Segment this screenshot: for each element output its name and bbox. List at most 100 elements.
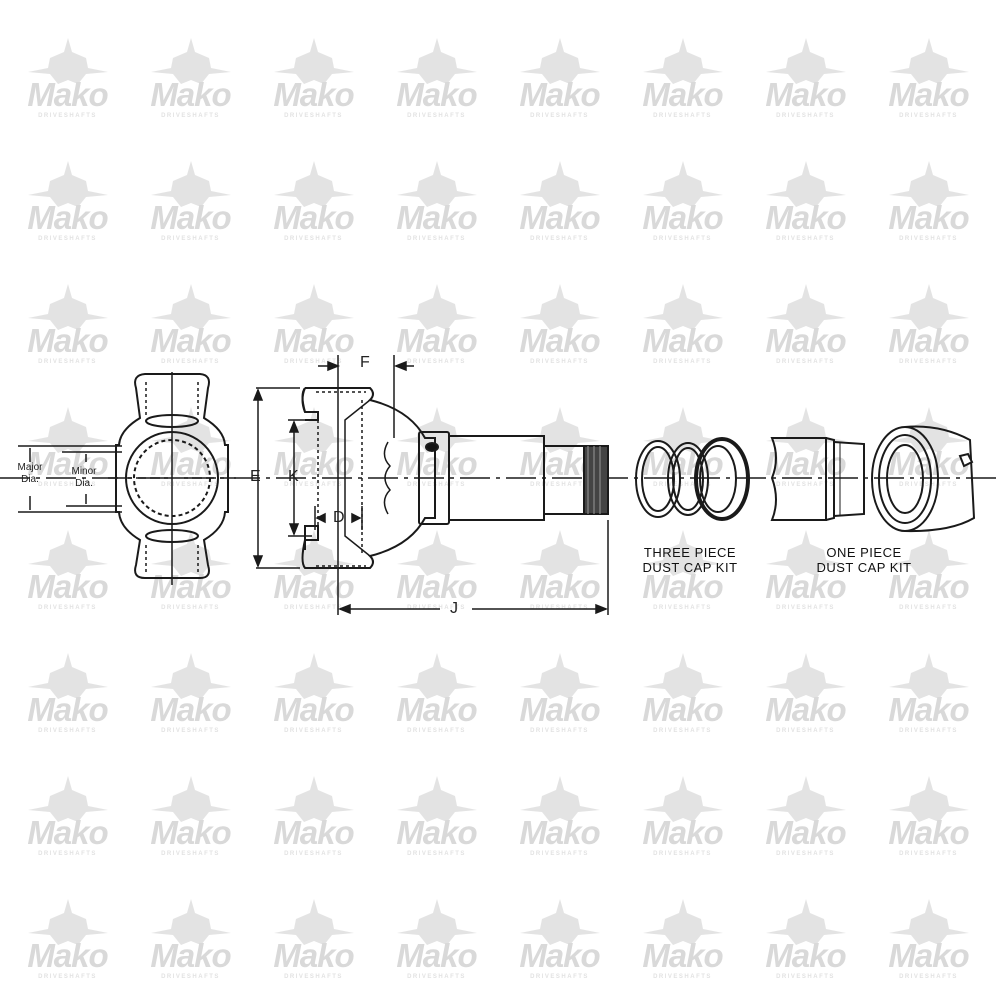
minor-dia-line1: Minor <box>71 466 97 477</box>
watermark-tagline: DRIVESHAFTS <box>38 605 97 611</box>
watermark-tagline: DRIVESHAFTS <box>653 113 712 119</box>
shark-icon <box>889 899 969 945</box>
watermark-brand: Mako <box>273 445 354 482</box>
shark-icon <box>643 530 723 576</box>
dimension-e-label: E <box>250 468 261 485</box>
shark-icon <box>766 653 846 699</box>
watermark-tagline: DRIVESHAFTS <box>530 974 589 980</box>
shark-icon <box>889 530 969 576</box>
watermark-tagline: DRIVESHAFTS <box>776 359 835 365</box>
watermark-tagline: DRIVESHAFTS <box>899 359 958 365</box>
watermark-brand: Mako <box>27 568 108 605</box>
watermark-brand: Mako <box>273 691 354 728</box>
shark-icon <box>397 776 477 822</box>
one-piece-kit-label: ONE PIECE DUST CAP KIT <box>800 545 928 575</box>
one-piece-kit-line1: ONE PIECE <box>826 545 902 560</box>
watermark-tagline: DRIVESHAFTS <box>161 482 220 488</box>
shark-icon <box>766 530 846 576</box>
watermark-tagline: DRIVESHAFTS <box>284 236 343 242</box>
shark-icon <box>274 161 354 207</box>
watermark-brand: Mako <box>150 691 231 728</box>
dimension-k-label: K <box>288 468 299 485</box>
shark-icon <box>397 284 477 330</box>
shark-icon <box>397 653 477 699</box>
watermark-brand: Mako <box>27 76 108 113</box>
watermark-tagline: DRIVESHAFTS <box>407 113 466 119</box>
shark-icon <box>766 776 846 822</box>
one-piece-dust-cap <box>871 425 976 533</box>
watermark-tagline: DRIVESHAFTS <box>530 113 589 119</box>
watermark-tagline: DRIVESHAFTS <box>284 359 343 365</box>
shark-icon <box>766 38 846 84</box>
watermark-tagline: DRIVESHAFTS <box>38 359 97 365</box>
shark-icon <box>643 653 723 699</box>
slip-yoke-side-view <box>301 387 609 569</box>
watermark-brand: Mako <box>150 76 231 113</box>
three-piece-kit-line2: DUST CAP KIT <box>642 560 738 575</box>
shark-icon <box>643 776 723 822</box>
watermark-brand: Mako <box>642 199 723 236</box>
watermark-tagline: DRIVESHAFTS <box>899 728 958 734</box>
watermark-tagline: DRIVESHAFTS <box>284 728 343 734</box>
watermark-brand: Mako <box>888 814 969 851</box>
shark-icon <box>397 38 477 84</box>
shark-icon <box>520 284 600 330</box>
spline-diameter-dimensions <box>18 445 122 513</box>
minor-dia-line2: Dia. <box>75 478 93 489</box>
watermark-brand: Mako <box>519 199 600 236</box>
major-dia-line1: Major <box>17 462 43 473</box>
dimension-lines <box>252 355 609 615</box>
dimension-d-label: D <box>333 509 345 526</box>
watermark-tagline: DRIVESHAFTS <box>653 974 712 980</box>
watermark-brand: Mako <box>642 568 723 605</box>
watermark-brand: Mako <box>27 445 108 482</box>
watermark-tagline: DRIVESHAFTS <box>161 728 220 734</box>
watermark-brand: Mako <box>27 199 108 236</box>
watermark-brand: Mako <box>273 568 354 605</box>
watermark-brand: Mako <box>273 199 354 236</box>
watermark-brand: Mako <box>888 691 969 728</box>
watermark-tagline: DRIVESHAFTS <box>284 113 343 119</box>
three-piece-kit-label: THREE PIECE DUST CAP KIT <box>628 545 752 575</box>
shark-icon <box>397 161 477 207</box>
watermark-tagline: DRIVESHAFTS <box>407 728 466 734</box>
watermark-brand: Mako <box>519 814 600 851</box>
watermark-tagline: DRIVESHAFTS <box>38 728 97 734</box>
shark-icon <box>889 284 969 330</box>
watermark-brand: Mako <box>396 568 477 605</box>
watermark-brand: Mako <box>27 322 108 359</box>
watermark-brand: Mako <box>642 76 723 113</box>
shark-icon <box>28 653 108 699</box>
watermark-brand: Mako <box>642 691 723 728</box>
watermark-brand: Mako <box>396 445 477 482</box>
shark-icon <box>274 530 354 576</box>
watermark-tagline: DRIVESHAFTS <box>530 851 589 857</box>
watermark-brand: Mako <box>396 814 477 851</box>
watermark-brand: Mako <box>27 814 108 851</box>
watermark-brand: Mako <box>888 937 969 974</box>
watermark-brand: Mako <box>642 445 723 482</box>
watermark-tagline: DRIVESHAFTS <box>776 851 835 857</box>
watermark-tagline: DRIVESHAFTS <box>899 236 958 242</box>
watermark-brand: Mako <box>519 691 600 728</box>
shark-icon <box>274 653 354 699</box>
